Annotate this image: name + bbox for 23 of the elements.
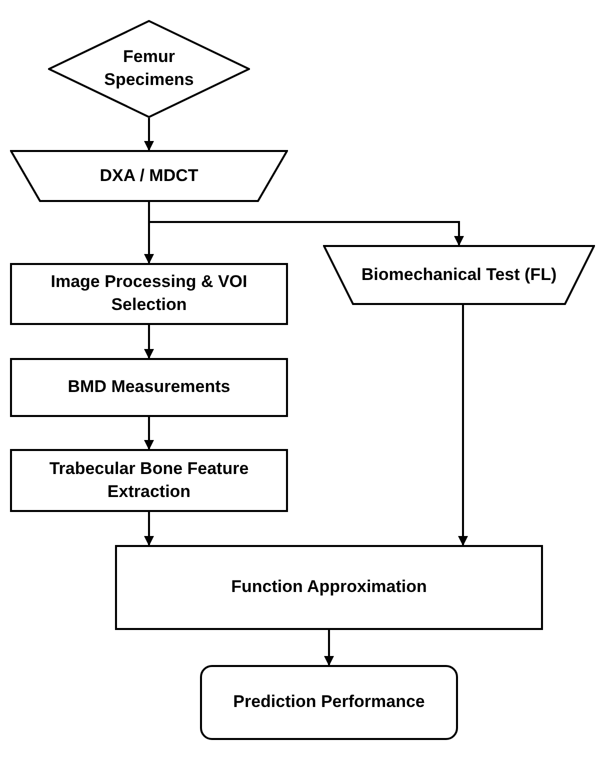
node-label: DXA / MDCT: [100, 164, 198, 187]
process-box: [10, 358, 288, 417]
node-label: Image Processing & VOI Selection: [50, 271, 248, 316]
arrow: [144, 325, 154, 359]
arrow: [148, 202, 464, 246]
process-box: [10, 449, 288, 512]
node-label: Biomechanical Test (FL): [361, 264, 557, 286]
process-box: [115, 545, 543, 630]
arrow: [458, 305, 468, 546]
node-label: Prediction Performance: [233, 691, 425, 714]
trapezoid-box: [323, 245, 595, 305]
arrow: [144, 512, 154, 546]
process-box: [10, 263, 288, 325]
decision-diamond: [48, 20, 250, 118]
arrow: [144, 417, 154, 450]
node-label: Function Approximation: [231, 576, 427, 598]
node-label: Femur Specimens: [103, 46, 195, 91]
terminal-box: [200, 665, 458, 740]
arrow: [324, 630, 334, 666]
node-label: BMD Measurements: [68, 376, 230, 398]
trapezoid-box: [10, 150, 288, 202]
arrow: [144, 118, 154, 151]
node-label: Trabecular Bone Feature Extraction: [48, 458, 250, 502]
